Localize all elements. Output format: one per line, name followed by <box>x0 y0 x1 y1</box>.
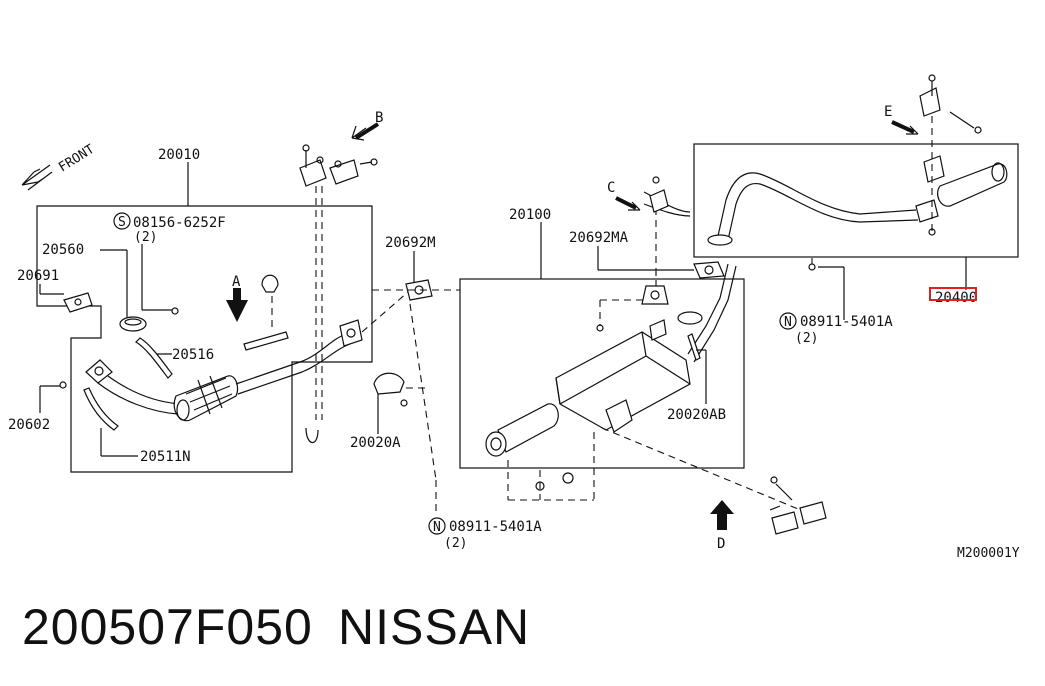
front-tube-box <box>36 205 373 473</box>
gasket-icon <box>405 279 433 301</box>
part-label-20511n: 20511N <box>140 449 191 465</box>
front-arrow-icon <box>21 164 53 191</box>
n-circle-bottom-icon <box>428 517 446 535</box>
center-muffler-icon <box>485 263 737 457</box>
part-label-20400: 20400 <box>935 290 977 306</box>
view-label-d: D <box>717 536 725 552</box>
ref-code: M200001Y <box>957 546 1020 561</box>
insulator-icon <box>63 292 93 313</box>
washer-icon <box>562 472 574 484</box>
bracket-icon <box>135 337 173 379</box>
part-label-20560: 20560 <box>42 242 84 258</box>
part-qty-08156: (2) <box>134 230 157 245</box>
part-label-20602: 20602 <box>8 417 50 433</box>
s-prefix: S <box>118 215 126 230</box>
view-arrow-a-icon <box>233 288 241 300</box>
part-label-20100: 20100 <box>509 207 551 223</box>
rear-bracket-icon <box>769 476 827 535</box>
strap-icon <box>83 387 119 431</box>
s-circle-icon <box>113 212 131 230</box>
part-label-20020a: 20020A <box>350 435 401 451</box>
n-circle-right-icon <box>779 312 797 330</box>
tail-pipe-icon <box>707 155 1008 246</box>
part-label-20516: 20516 <box>172 347 214 363</box>
front-pipe-icon <box>85 319 363 422</box>
footer-brand: NISSAN <box>338 599 531 655</box>
view-label-b: B <box>375 110 383 126</box>
part-label-20020ab: 20020AB <box>667 407 726 423</box>
front-label: FRONT <box>56 142 97 176</box>
part-label-20692ma: 20692MA <box>569 230 629 246</box>
part-label-08911-5401a-bottom: 08911-5401A <box>449 519 542 535</box>
n-prefix-bottom: N <box>433 520 441 535</box>
view-label-c: C <box>607 180 615 196</box>
n-prefix-right: N <box>784 315 792 330</box>
part-qty-08911-bottom: (2) <box>444 536 467 551</box>
hanger-rod-icon <box>305 427 319 444</box>
view-label-e: E <box>884 104 892 120</box>
view-arrow-e-icon <box>891 120 915 134</box>
footer-part-number: 200507F050 <box>22 599 313 655</box>
rear-muffler-box <box>693 143 1019 258</box>
rubber-hanger-icon <box>641 285 669 305</box>
part-label-20010: 20010 <box>158 147 200 163</box>
view-label-a: A <box>232 274 241 290</box>
hanger-e-icon <box>919 74 982 134</box>
part-highlight-box <box>929 287 977 301</box>
part-label-08911-5401a-right: 08911-5401A <box>800 314 893 330</box>
view-arrow-c-icon <box>615 196 637 210</box>
clamp-20020a-icon <box>373 372 405 395</box>
part-qty-08911-right: (2) <box>795 331 818 346</box>
part-label-20692m: 20692M <box>385 235 436 251</box>
part-label-08156-6252f: 08156-6252F <box>133 215 226 231</box>
gasket-ma-icon <box>693 261 725 279</box>
part-label-20691: 20691 <box>17 268 59 284</box>
hanger-bracket-icon <box>299 144 378 187</box>
center-muffler-box <box>459 278 745 469</box>
view-arrow-d-icon <box>717 514 727 530</box>
clamp-icon <box>261 274 279 293</box>
nut-icon <box>535 481 545 491</box>
heat-shield-icon <box>243 331 289 351</box>
